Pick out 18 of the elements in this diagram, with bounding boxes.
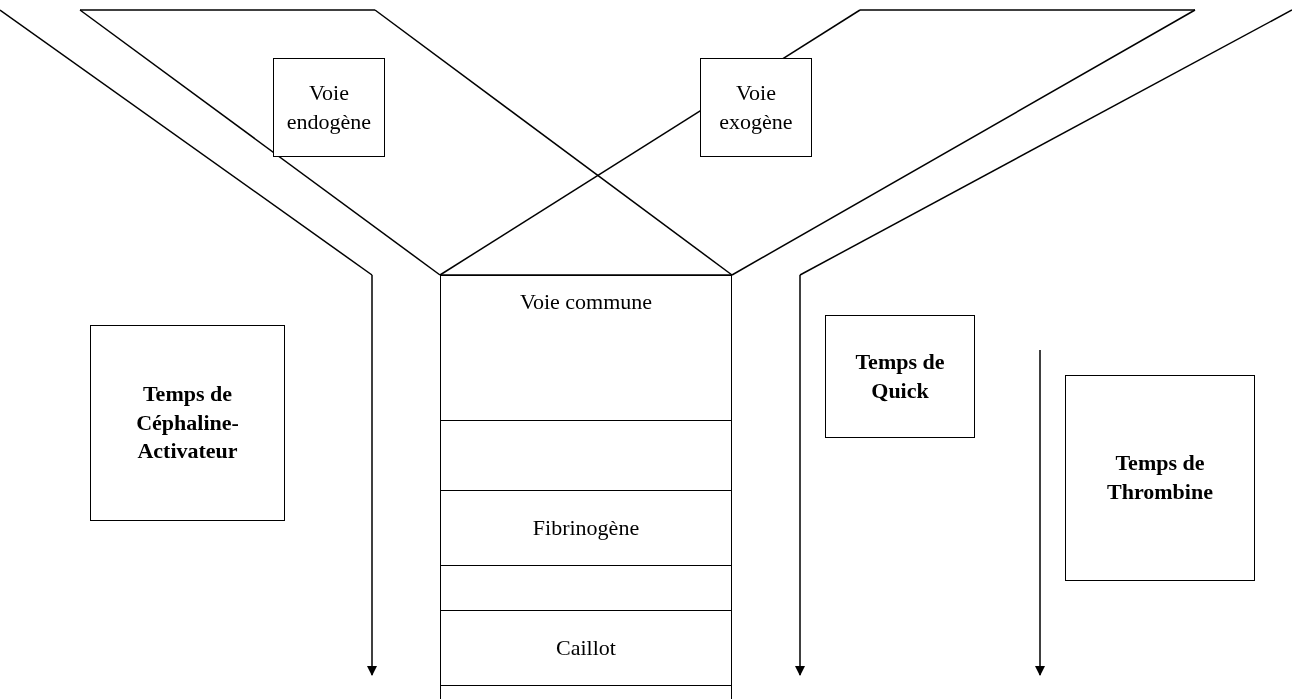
test-box: [90, 325, 285, 521]
test-box: [1065, 375, 1255, 581]
column-box: [440, 420, 732, 491]
column-box: [440, 610, 732, 686]
box-label: Temps de Thrombine: [1106, 449, 1214, 506]
column-box: [440, 490, 732, 566]
box-label: Temps de Céphaline-Activateur: [135, 380, 240, 466]
box-label: Caillot: [555, 633, 617, 662]
box-label: Fibrinogène: [531, 513, 641, 542]
column-box: [440, 565, 732, 611]
box-label: Temps de Quick: [854, 347, 946, 405]
box-label: Voie endogène: [285, 78, 373, 136]
pathway-box: [440, 275, 732, 421]
box-label: Voie commune: [518, 288, 654, 316]
pathway-box: [273, 58, 385, 157]
box-label: Voie exogène: [718, 78, 794, 136]
pathway-box: [700, 58, 812, 157]
test-box: [825, 315, 975, 438]
